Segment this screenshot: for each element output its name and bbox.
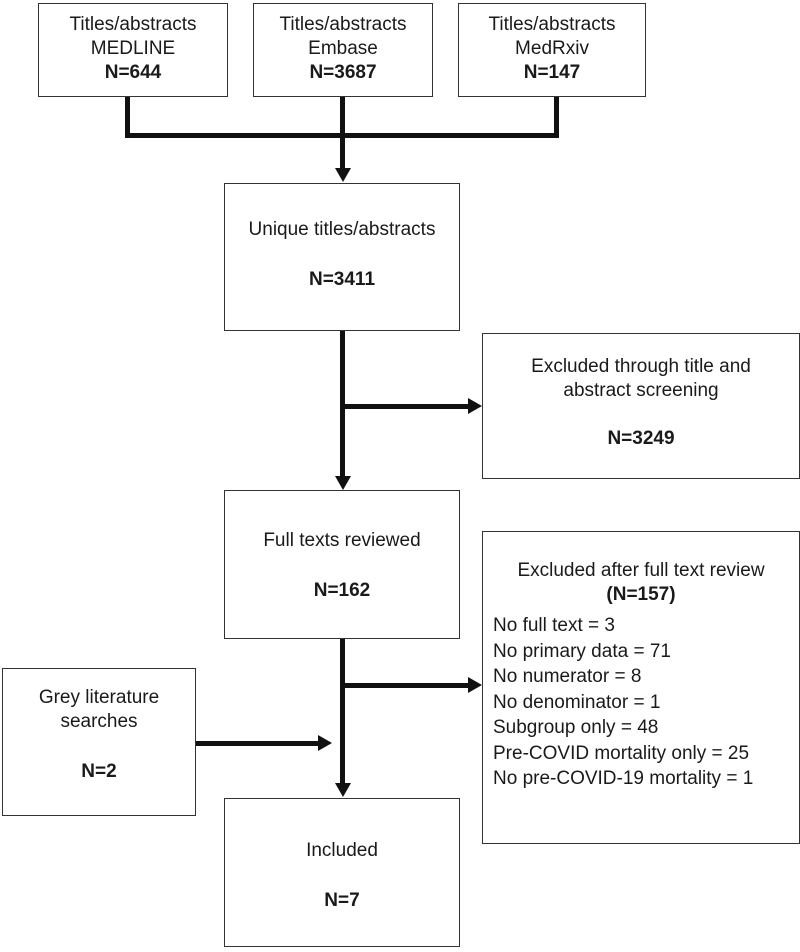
- source-database: MEDLINE: [90, 38, 176, 59]
- fulltext-box: Full texts reviewed N=162: [224, 490, 460, 639]
- exclusion-reason: Subgroup only = 48: [493, 717, 659, 738]
- exclusion-reason: No pre-COVID-19 mortality = 1: [493, 768, 754, 789]
- exclusion-reason: Pre-COVID mortality only = 25: [493, 742, 750, 764]
- arrowhead-to-fulltext: [335, 476, 351, 490]
- exclusion-reason: No primary data = 71: [493, 640, 671, 662]
- excluded-fulltext-label: Excluded after full text review: [517, 560, 765, 581]
- source-count: N=644: [104, 62, 162, 83]
- connector-medline-down: [125, 96, 130, 137]
- connector-branch-screening: [340, 404, 468, 409]
- excluded-screening-label-2: abstract screening: [563, 380, 719, 401]
- excluded-screening-box: Excluded through title and abstract scre…: [482, 333, 800, 479]
- unique-label: Unique titles/abstracts: [248, 219, 436, 240]
- arrowhead-to-excluded-screening: [468, 398, 482, 414]
- exclusion-reason: No numerator = 8: [493, 666, 642, 687]
- source-box-medline: Titles/abstracts MEDLINE N=644: [38, 3, 228, 97]
- connector-embase-down: [340, 96, 345, 170]
- connector-branch-fulltext: [340, 683, 468, 688]
- arrowhead-to-excluded-fulltext: [468, 677, 482, 693]
- connector-unique-to-fulltext: [340, 330, 345, 476]
- connector-grey-to-main: [196, 741, 318, 746]
- fulltext-label: Full texts reviewed: [263, 530, 421, 551]
- connector-medrxiv-down: [554, 96, 559, 137]
- source-box-embase: Titles/abstracts Embase N=3687: [253, 3, 433, 97]
- source-box-medrxiv: Titles/abstracts MedRxiv N=147: [458, 3, 646, 97]
- source-label: Titles/abstracts: [69, 14, 197, 35]
- excluded-fulltext-box: Excluded after full text review (N=157) …: [482, 531, 800, 844]
- unique-count: N=3411: [308, 269, 376, 290]
- source-database: Embase: [308, 38, 378, 59]
- fulltext-count: N=162: [313, 580, 371, 601]
- excluded-screening-count: N=3249: [607, 428, 675, 449]
- grey-literature-label: Grey literature: [38, 687, 160, 708]
- arrowhead-grey: [318, 735, 332, 751]
- source-database: MedRxiv: [515, 38, 589, 59]
- grey-literature-box: Grey literature searches N=2: [2, 668, 196, 816]
- excluded-fulltext-count: (N=157): [606, 584, 676, 605]
- source-label: Titles/abstracts: [279, 14, 407, 35]
- unique-box: Unique titles/abstracts N=3411: [224, 183, 460, 331]
- connector-fulltext-to-included: [340, 638, 345, 783]
- included-label: Included: [306, 840, 378, 861]
- exclusion-reason: No denominator = 1: [493, 691, 661, 713]
- included-box: Included N=7: [224, 798, 460, 947]
- source-label: Titles/abstracts: [488, 14, 616, 35]
- exclusion-reasons-list: No full text = 3 No primary data = 71 No…: [483, 613, 799, 792]
- arrowhead-to-included: [335, 783, 351, 797]
- grey-literature-label-2: searches: [60, 711, 138, 732]
- arrowhead-to-unique: [335, 168, 351, 182]
- source-count: N=3687: [309, 62, 377, 83]
- source-count: N=147: [523, 62, 581, 83]
- included-count: N=7: [324, 890, 360, 911]
- excluded-screening-label: Excluded through title and: [531, 356, 751, 377]
- exclusion-reason: No full text = 3: [493, 615, 615, 636]
- grey-literature-count: N=2: [81, 761, 117, 782]
